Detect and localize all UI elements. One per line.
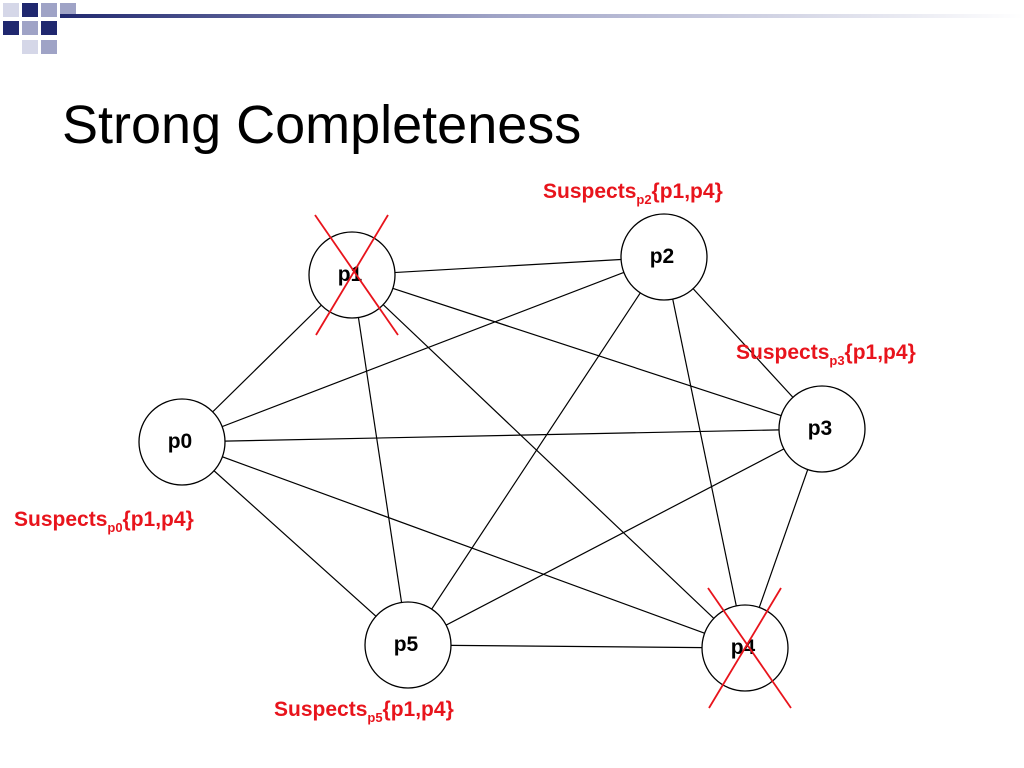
logo-square — [3, 21, 19, 35]
edge-p0-p2 — [181, 256, 665, 443]
crash-stroke — [708, 587, 782, 709]
suspects-word: Suspects — [543, 180, 637, 203]
node-label: p0 — [168, 430, 193, 453]
suspects-subscript: p3 — [829, 353, 845, 368]
node-circle — [620, 213, 708, 301]
edge-p0-p5 — [181, 441, 409, 646]
suspects-word: Suspects — [14, 508, 108, 531]
logo-square — [41, 40, 57, 54]
suspects-subscript: p2 — [636, 192, 652, 207]
suspects-p0-label: Suspectsp0{p1,p4} — [14, 508, 194, 535]
logo-square — [3, 3, 19, 17]
logo-square — [22, 40, 38, 54]
corner-logo — [3, 3, 76, 54]
node-p2: p2 — [620, 213, 708, 301]
logo-square — [41, 21, 57, 35]
suspects-set: {p1,p4} — [382, 698, 454, 721]
edges-layer — [181, 256, 823, 649]
suspects-p3-label: Suspectsp3{p1,p4} — [736, 341, 916, 368]
crash-stroke — [707, 587, 792, 709]
suspects-set: {p1,p4} — [122, 508, 194, 531]
edge-p1-p4 — [351, 274, 746, 649]
node-p3: p3 — [778, 385, 866, 473]
edge-p0-p4 — [181, 441, 746, 649]
edge-p0-p3 — [181, 428, 823, 443]
suspects-subscript: p0 — [107, 520, 123, 535]
node-p0: p0 — [138, 398, 226, 486]
edge-p2-p5 — [407, 256, 665, 646]
slide-title: Strong Completeness — [62, 95, 582, 155]
node-label: p3 — [808, 417, 833, 440]
suspects-p5-label: Suspectsp5{p1,p4} — [274, 698, 454, 725]
node-circle — [778, 385, 866, 473]
suspects-set: {p1,p4} — [844, 341, 916, 364]
suspects-set: {p1,p4} — [651, 180, 723, 203]
crash-stroke — [315, 214, 389, 336]
edge-p1-p5 — [351, 274, 409, 646]
node-label: p5 — [394, 633, 419, 656]
edge-p2-p4 — [663, 256, 746, 649]
crash-marks-layer — [314, 214, 792, 709]
suspects-word: Suspects — [736, 341, 830, 364]
title-rule — [60, 14, 1024, 18]
node-label: p2 — [650, 245, 675, 268]
edge-p1-p3 — [351, 274, 823, 430]
node-circle — [138, 398, 226, 486]
crash-mark-p1 — [314, 214, 399, 336]
logo-square — [22, 21, 38, 35]
node-p5: p5 — [364, 601, 452, 689]
logo-square — [60, 3, 76, 17]
suspects-subscript: p5 — [367, 710, 383, 725]
node-circle — [364, 601, 452, 689]
crash-mark-p4 — [707, 587, 792, 709]
crash-stroke — [314, 214, 399, 336]
edge-p1-p2 — [351, 256, 665, 276]
suspects-word: Suspects — [274, 698, 368, 721]
edge-p3-p5 — [407, 428, 823, 646]
edge-p4-p5 — [407, 644, 746, 649]
logo-square — [22, 3, 38, 17]
suspects-p2-label: Suspectsp2{p1,p4} — [543, 180, 723, 207]
logo-square — [41, 3, 57, 17]
